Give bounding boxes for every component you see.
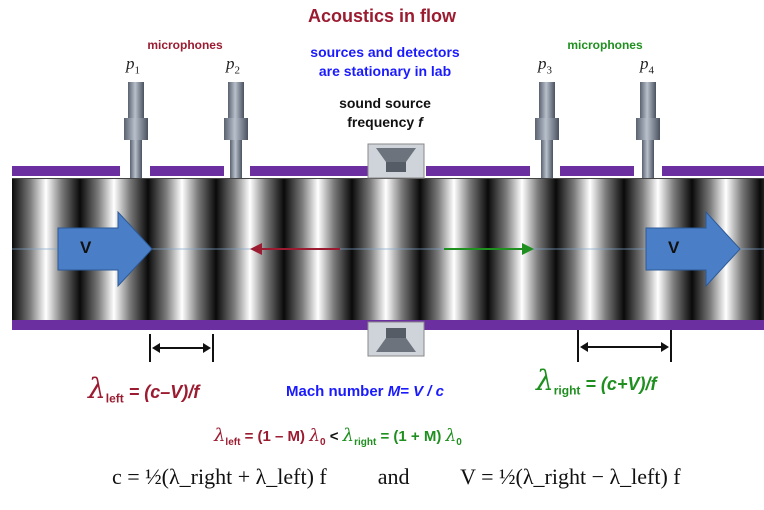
diagram-title: Acoustics in flow: [307, 6, 457, 26]
probe-label-p1: p1: [126, 54, 140, 77]
wavelength-bracket-right: [577, 330, 672, 362]
sound-source-label: sound source frequency f: [315, 94, 455, 132]
flow-velocity-equation: V = ½(λ_right − λ_left) f: [460, 464, 681, 489]
flow-arrow-left: [57, 210, 153, 288]
probe-label-p2: p2: [226, 54, 240, 77]
microphones-label-right: microphones: [567, 38, 643, 52]
flow-arrow-right: [645, 210, 741, 288]
wave-arrow-right: [444, 243, 534, 255]
velocity-equations: c = ½(λ_right + λ_left) f and V = ½(λ_ri…: [112, 464, 681, 490]
microphone-probe-p2: [224, 82, 248, 178]
wavelength-bracket-left: [149, 334, 214, 362]
microphones-label-left: microphones: [147, 38, 223, 52]
top-wall-segment: [426, 166, 530, 176]
top-wall-segment: [250, 166, 368, 176]
sound-speed-equation: c = ½(λ_right + λ_left) f: [112, 464, 327, 489]
stationary-note-line-2: are stationary in lab: [318, 63, 452, 79]
speaker-bottom-icon: [367, 321, 425, 357]
microphone-probe-p4: [636, 82, 660, 178]
top-wall-segment: [150, 166, 224, 176]
probe-label-p4: p4: [640, 54, 654, 77]
stationary-note-line-1: sources and detectors: [310, 44, 460, 60]
microphone-probes: [124, 82, 660, 178]
wavelength-inequality: λleft = (1 – M) λ0 < λright = (1 + M) λ0: [214, 425, 462, 448]
lambda-left-formula: λleft = (c–V)/f: [88, 372, 200, 406]
top-wall-segment: [662, 166, 764, 176]
speaker-top-icon: [367, 143, 425, 179]
mach-number-formula: Mach number M= V / c: [286, 383, 444, 400]
top-wall-segment: [560, 166, 634, 176]
and-word: and: [377, 464, 410, 489]
microphone-probe-p3: [535, 82, 559, 178]
sound-source-line-1: sound source: [339, 95, 431, 111]
microphone-probe-p1: [124, 82, 148, 178]
lambda-right-formula: λright = (c+V)/f: [536, 364, 657, 398]
top-wall-segment: [12, 166, 120, 176]
flow-label-left: V: [80, 238, 92, 257]
wave-arrow-left: [250, 243, 340, 255]
stationary-note: sources and detectors are stationary in …: [290, 43, 480, 81]
probe-label-p3: p3: [538, 54, 552, 77]
flow-label-right: V: [668, 238, 680, 257]
sound-source-line-2: frequency f: [347, 114, 423, 130]
